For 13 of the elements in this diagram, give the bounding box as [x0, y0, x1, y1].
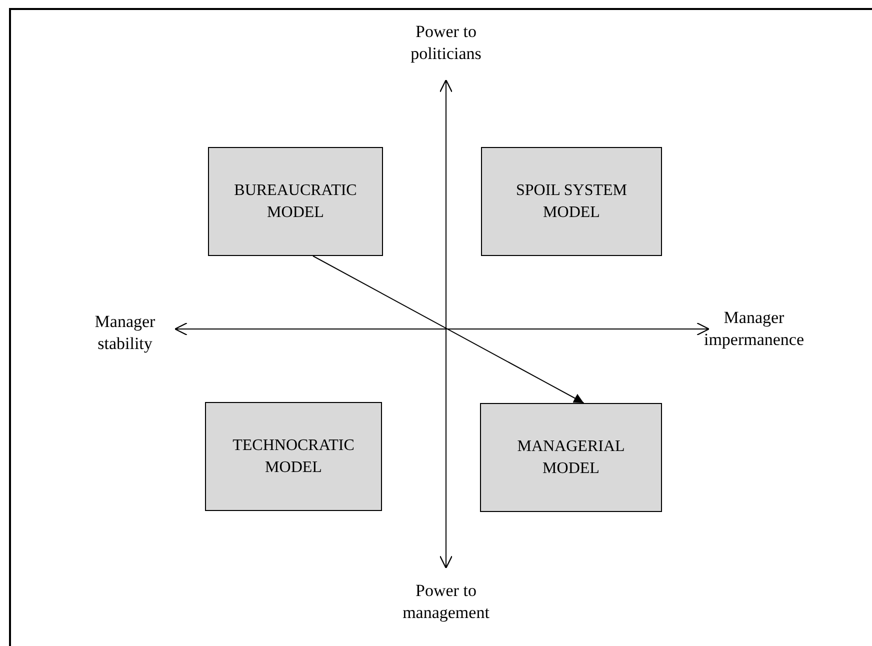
model-box: [480, 403, 662, 512]
model-box: [481, 147, 662, 256]
axis-label: Power to politicians: [410, 21, 482, 65]
model-label: TECHNOCRATIC MODEL: [232, 436, 356, 478]
model-box: [205, 402, 382, 511]
model-label: BUREAUCRATIC MODEL: [233, 180, 358, 222]
arrow: [312, 256, 584, 404]
model-box: [208, 147, 383, 256]
axis-label: Power to management: [402, 580, 490, 624]
model-label: SPOIL SYSTEM MODEL: [515, 180, 628, 222]
axis-label: Manager impermanence: [702, 307, 806, 351]
axis-label: Manager stability: [94, 311, 156, 355]
model-label: MANAGERIAL MODEL: [516, 436, 626, 478]
